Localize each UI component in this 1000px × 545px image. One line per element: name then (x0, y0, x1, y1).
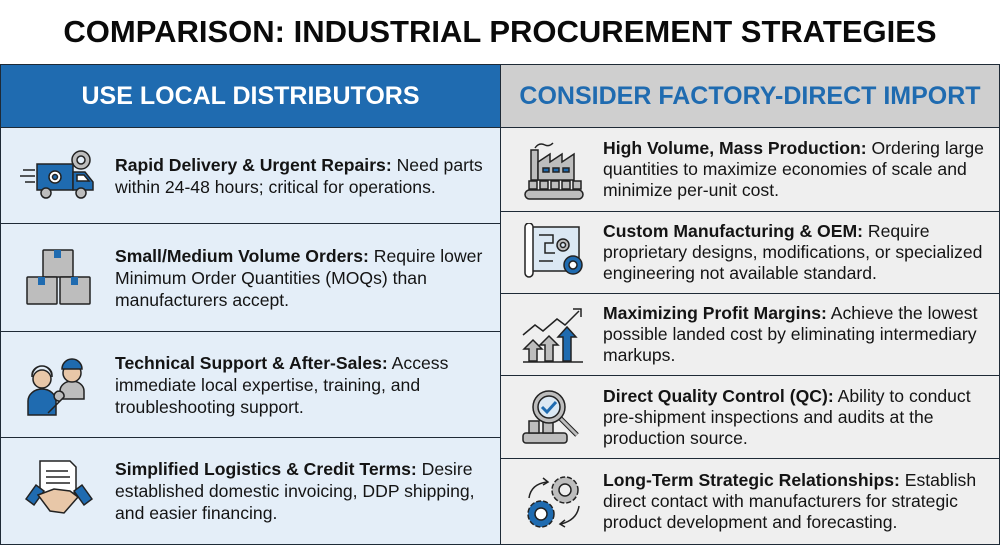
technicians-wrench-icon (19, 350, 99, 420)
item-body: Achieve the lowest possible landed cost … (603, 303, 978, 365)
item-title: High Volume, Mass Production: (603, 138, 867, 158)
item-text: Rapid Delivery & Urgent Repairs: Need pa… (115, 154, 500, 198)
item-body: Access immediate local expertise, traini… (115, 352, 449, 417)
list-item-profit-margins: Maximizing Profit Margins: Achieve the l… (501, 294, 999, 376)
item-text: Maximizing Profit Margins: Achieve the l… (603, 303, 999, 366)
factory-direct-column: CONSIDER FACTORY-DIRECT IMPORT (500, 64, 1000, 545)
item-text: Simplified Logistics & Credit Terms: Des… (115, 458, 500, 524)
item-title: Rapid Delivery & Urgent Repairs: (115, 154, 392, 175)
item-body: Require proprietary designs, modificatio… (603, 221, 983, 283)
item-body: Ability to conduct pre-shipment inspecti… (603, 385, 971, 448)
item-title: Maximizing Profit Margins: (603, 303, 827, 323)
quality-inspection-icon (519, 382, 589, 452)
handshake-document-icon (19, 456, 99, 526)
item-title: Custom Manufacturing & OEM: (603, 221, 863, 241)
list-item-strategic-relationships: Long-Term Strategic Relationships: Estab… (501, 459, 999, 544)
list-item-high-volume: High Volume, Mass Production: Ordering l… (501, 128, 999, 212)
list-item-small-volume: Small/Medium Volume Orders: Require lowe… (1, 224, 500, 332)
local-distributors-header: USE LOCAL DISTRIBUTORS (1, 65, 500, 128)
factory-direct-header: CONSIDER FACTORY-DIRECT IMPORT (501, 65, 999, 128)
item-body: Need parts within 24-48 hours; critical … (115, 154, 483, 197)
growth-arrows-icon (519, 300, 589, 370)
item-body: Require lower Minimum Order Quantities (… (115, 245, 483, 310)
item-text: Technical Support & After-Sales: Access … (115, 352, 500, 418)
item-title: Long-Term Strategic Relationships: (603, 470, 900, 490)
gears-cycle-icon (519, 467, 589, 537)
stacked-boxes-icon (19, 243, 99, 313)
item-title: Simplified Logistics & Credit Terms: (115, 459, 417, 479)
list-item-technical-support: Technical Support & After-Sales: Access … (1, 332, 500, 438)
item-body: Desire established domestic invoicing, D… (115, 459, 475, 523)
item-body: Ordering large quantities to maximize ec… (603, 138, 984, 200)
list-item-custom-manufacturing: Custom Manufacturing & OEM: Require prop… (501, 212, 999, 294)
item-title: Direct Quality Control (QC): (603, 385, 834, 406)
item-title: Small/Medium Volume Orders: (115, 245, 369, 266)
item-text: Custom Manufacturing & OEM: Require prop… (603, 221, 999, 284)
item-text: Long-Term Strategic Relationships: Estab… (603, 470, 999, 533)
item-text: High Volume, Mass Production: Ordering l… (603, 138, 999, 201)
factory-conveyor-icon (519, 135, 589, 205)
item-body: Establish direct contact with manufactur… (603, 470, 977, 532)
delivery-truck-gear-icon (19, 141, 99, 211)
item-title: Technical Support & After-Sales: (115, 352, 388, 373)
list-item-quality-control: Direct Quality Control (QC): Ability to … (501, 376, 999, 459)
page-title: COMPARISON: INDUSTRIAL PROCUREMENT STRAT… (63, 14, 937, 49)
local-distributors-column: USE LOCAL DISTRIBUTORS (0, 64, 501, 545)
item-text: Direct Quality Control (QC): Ability to … (603, 386, 999, 449)
list-item-simplified-logistics: Simplified Logistics & Credit Terms: Des… (1, 438, 500, 544)
blueprint-gears-icon (519, 218, 589, 288)
item-text: Small/Medium Volume Orders: Require lowe… (115, 245, 500, 311)
list-item-rapid-delivery: Rapid Delivery & Urgent Repairs: Need pa… (1, 128, 500, 224)
